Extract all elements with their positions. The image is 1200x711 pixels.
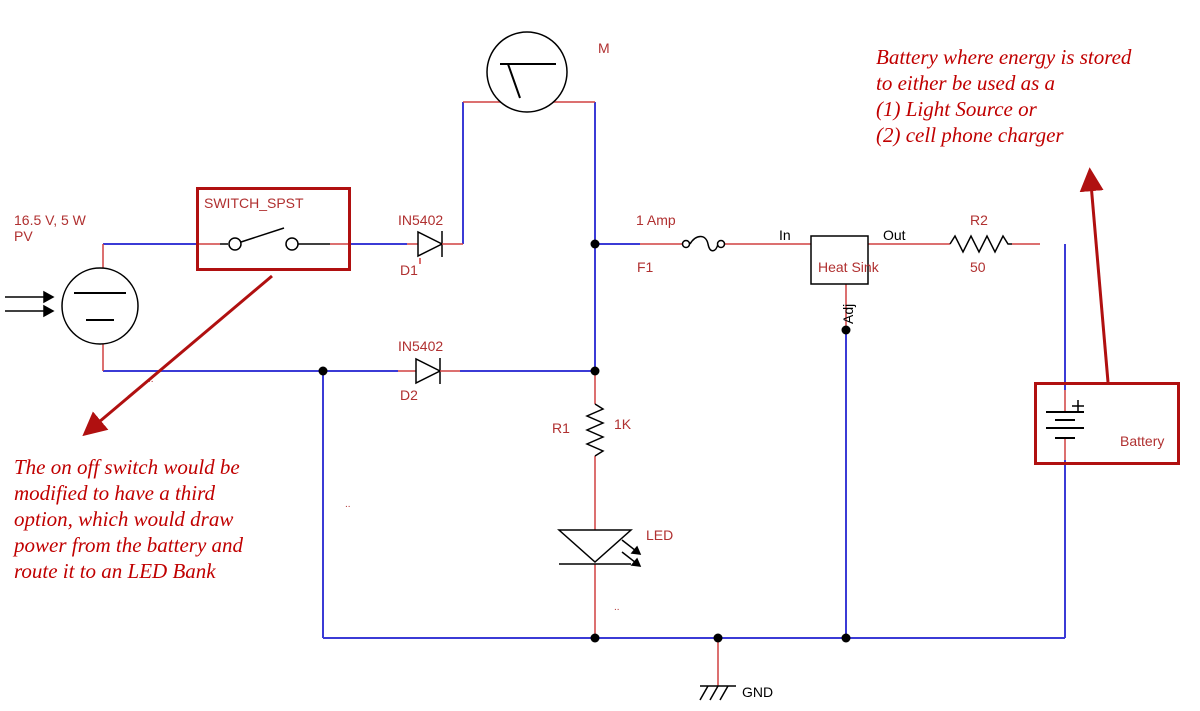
battery-name-label: Battery	[1120, 433, 1165, 449]
r2-value-label: 50	[970, 259, 986, 275]
regulator-out-label: Out	[883, 227, 906, 243]
annotation-arrows	[82, 167, 1110, 437]
junction-dot	[590, 239, 600, 249]
regulator-adj-label: Adj	[840, 303, 856, 324]
heat-sink-regulator-symbol	[810, 235, 869, 285]
junction-dot	[318, 366, 328, 376]
gnd-label: GND	[742, 684, 774, 700]
spst-switch-symbol	[220, 227, 330, 251]
battery-highlight-box	[1034, 382, 1180, 465]
battery-note-line: Battery where energy is stored	[876, 45, 1132, 69]
pv-name-label: PV	[14, 228, 33, 244]
switch-note-line: option, which would draw	[14, 507, 234, 531]
regulator-in-label: In	[779, 227, 791, 243]
switch-name-label: SWITCH_SPST	[204, 195, 304, 211]
dots-label: ..	[345, 499, 351, 510]
regulator-name-label: Heat Sink	[818, 259, 879, 275]
meter-symbol	[486, 31, 568, 113]
fuse-rating-label: 1 Amp	[636, 212, 676, 228]
battery-symbol	[1046, 400, 1084, 439]
battery-note-line: (2) cell phone charger	[876, 123, 1064, 147]
ground-symbol	[699, 685, 736, 701]
junction-dots	[318, 239, 851, 643]
d2-part-label: IN5402	[398, 338, 444, 354]
dots-label: ..	[614, 602, 620, 613]
diode-d1-symbol	[407, 230, 463, 258]
switch-note-line: power from the battery and	[14, 533, 244, 557]
switch-note-line: The on off switch would be	[14, 455, 240, 479]
switch-note-line: modified to have a third	[14, 481, 216, 505]
junction-dot	[713, 633, 723, 643]
switch-annotation: The on off switch would be modified to h…	[14, 454, 243, 584]
junction-dot	[590, 366, 600, 376]
meter-ref-label: M	[598, 40, 610, 56]
led-name-label: LED	[646, 527, 674, 543]
battery-note-line: (1) Light Source or	[876, 97, 1037, 121]
switch-note-line: route it to an LED Bank	[14, 559, 216, 583]
pv-rating-label: 16.5 V, 5 W	[14, 212, 86, 228]
battery-annotation: Battery where energy is stored to either…	[876, 44, 1131, 148]
fuse-ref-label: F1	[637, 259, 654, 275]
junction-dot	[590, 633, 600, 643]
resistor-r2-symbol	[949, 234, 1012, 254]
fuse-symbol	[681, 235, 726, 252]
pv-source-symbol	[5, 267, 139, 345]
r1-value-label: 1K	[614, 416, 632, 432]
battery-note-line: to either be used as a	[876, 71, 1056, 95]
d1-part-label: IN5402	[398, 212, 444, 228]
junction-dot	[841, 633, 851, 643]
diode-d2-symbol	[398, 357, 460, 385]
d1-ref-label: D1	[400, 262, 418, 278]
switch-highlight-box	[196, 187, 351, 271]
resistor-r1-symbol	[585, 403, 605, 457]
led-symbol	[557, 529, 642, 567]
junction-dot	[841, 325, 851, 335]
switch-arrow	[82, 274, 273, 437]
dots-label: ..	[148, 374, 154, 385]
wires	[103, 102, 1066, 639]
r2-ref-label: R2	[970, 212, 988, 228]
r1-ref-label: R1	[552, 420, 570, 436]
d2-ref-label: D2	[400, 387, 418, 403]
battery-arrow	[1079, 167, 1110, 383]
